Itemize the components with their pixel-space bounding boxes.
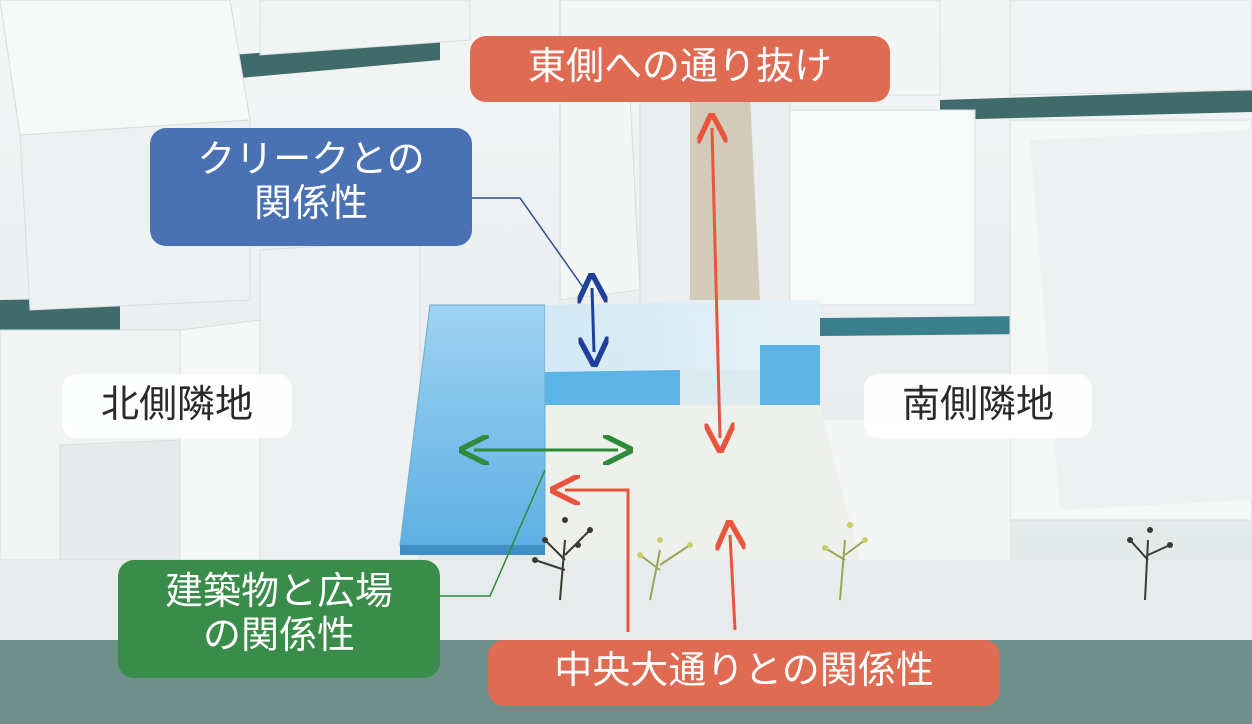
creek-leader-line xyxy=(470,197,586,291)
creek-arrow xyxy=(592,288,594,352)
avenue-arrow-right xyxy=(730,535,735,631)
tree-foliage xyxy=(532,517,1173,563)
plaza-label-line1: 建築物と広場 xyxy=(164,569,393,613)
east-passage-arrow xyxy=(712,128,720,438)
creek-relationship-label: クリークとの 関係性 xyxy=(150,128,472,246)
plaza-label-line2: の関係性 xyxy=(202,612,355,657)
south-neighbor-label: 南側隣地 xyxy=(864,374,1092,438)
creek-label-line1: クリークとの xyxy=(197,137,425,181)
plaza-leader-line xyxy=(440,469,546,597)
avenue-relationship-label: 中央大通りとの関係性 xyxy=(488,640,1000,706)
tree-foliage-light xyxy=(637,522,868,558)
plaza-ground xyxy=(540,405,860,560)
north-neighbor-label: 北側隣地 xyxy=(62,374,292,438)
east-passage-label: 東側への通り抜け xyxy=(470,36,890,102)
model-trees xyxy=(534,529,1171,601)
plaza-relationship-label: 建築物と広場 の関係性 xyxy=(118,560,440,678)
creek-label-line2: 関係性 xyxy=(253,180,368,225)
avenue-arrow-left xyxy=(565,490,630,632)
proposed-building-model xyxy=(399,300,820,555)
